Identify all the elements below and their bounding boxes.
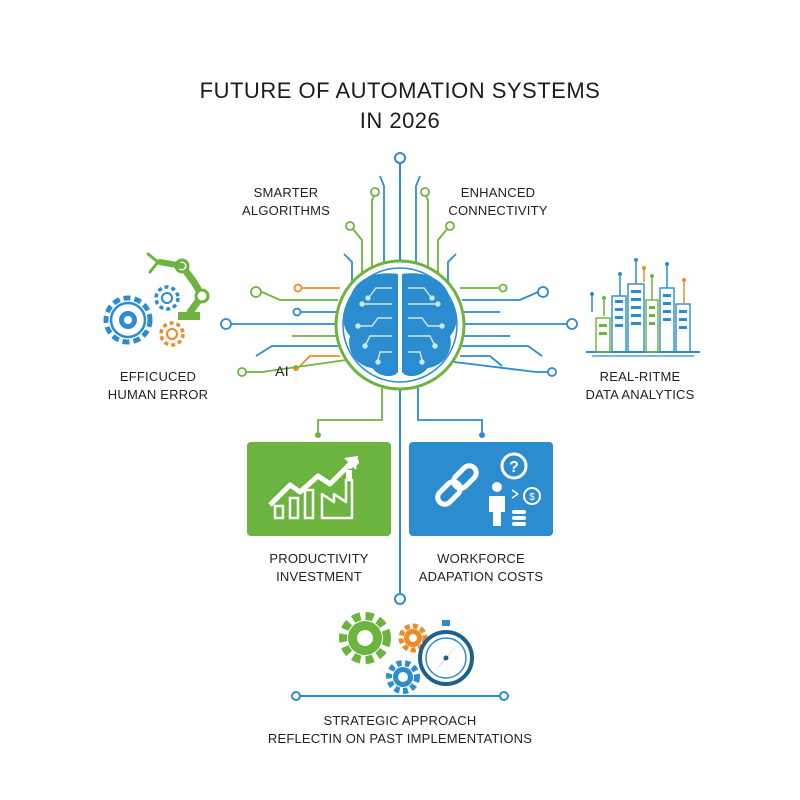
realtime-line-1: REAL-RITME	[599, 369, 681, 384]
circuit-lines	[220, 175, 578, 438]
smarter-line-2: ALGORITHMS	[242, 203, 330, 218]
city-skyline-icon	[586, 258, 700, 357]
bottom-line	[291, 691, 509, 701]
question-icon: ?	[500, 452, 528, 480]
robot-arm-icon	[146, 252, 210, 320]
smarter-line-1: SMARTER	[253, 185, 319, 200]
brain-circuit-icon	[334, 259, 466, 391]
bottom-gears-icon	[339, 612, 428, 694]
strategic-line-1: STRATEGIC APPROACH	[323, 713, 477, 728]
realtime-data-analytics-label: REAL-RITME DATA ANALYTICS	[580, 368, 700, 404]
workforce-adaptation-costs-label: WORKFORCE ADAPATION COSTS	[411, 550, 551, 586]
growth-chart-icon	[268, 456, 359, 520]
central-spine	[394, 152, 406, 605]
page-title-line-2: IN 2026	[359, 108, 441, 133]
enhanced-line-1: ENHANCED	[460, 185, 536, 200]
compass-icon	[418, 620, 474, 686]
coins-icon: $	[511, 487, 541, 526]
workforce-card: ? $	[409, 442, 553, 536]
strategic-line-2: REFLECTIN ON PAST IMPLEMENTATIONS	[267, 731, 533, 746]
worker-icon	[489, 482, 505, 526]
efficuced-line-2: HUMAN ERROR	[107, 387, 209, 402]
strategic-approach-label: STRATEGIC APPROACH REFLECTIN ON PAST IMP…	[250, 712, 550, 748]
realtime-line-2: DATA ANALYTICS	[585, 387, 695, 402]
efficuced-line-1: EFFICUCED	[119, 369, 197, 384]
efficuced-human-error-label: EFFICUCED HUMAN ERROR	[98, 368, 218, 404]
productivity-investment-label: PRODUCTIVITY INVESTMENT	[259, 550, 379, 586]
svg-text:$: $	[529, 492, 535, 503]
ai-label: AI	[275, 363, 289, 379]
enhanced-line-2: CONNECTIVITY	[448, 203, 548, 218]
workforce-line-2: ADAPATION COSTS	[418, 569, 544, 584]
chain-link-icon	[435, 463, 479, 507]
productivity-line-1: PRODUCTIVITY	[269, 551, 369, 566]
svg-text:?: ?	[509, 459, 519, 476]
productivity-card	[247, 442, 391, 536]
workforce-line-1: WORKFORCE	[437, 551, 525, 566]
smarter-algorithms-label: SMARTER ALGORITHMS	[236, 184, 336, 220]
gears-icon	[103, 285, 185, 347]
productivity-line-2: INVESTMENT	[276, 569, 362, 584]
enhanced-connectivity-label: ENHANCED CONNECTIVITY	[438, 184, 558, 220]
page-title-line-1: FUTURE OF AUTOMATION SYSTEMS	[199, 78, 601, 103]
